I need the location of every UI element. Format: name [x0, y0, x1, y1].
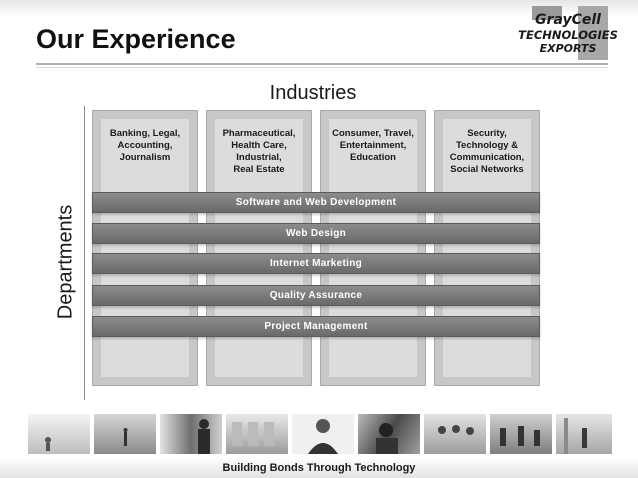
department-band-2: Web Design — [92, 223, 540, 244]
hallway-figure-icon — [564, 418, 587, 454]
page-title: Our Experience — [36, 24, 236, 54]
department-band-3: Internet Marketing — [92, 253, 540, 274]
header-divider — [36, 63, 608, 65]
photo-meeting-image — [490, 414, 552, 454]
team-figures-icon — [438, 425, 474, 435]
department-label-2: Web Design — [285, 228, 347, 239]
department-label-3: Internet Marketing — [269, 258, 363, 269]
footer-tagline: Building Bonds Through Technology — [222, 462, 416, 474]
header-divider-light — [36, 67, 608, 68]
footer-bar — [0, 458, 638, 478]
meeting-figures-icon — [500, 426, 540, 446]
photo-businessman-image — [160, 414, 222, 454]
department-band-5: Project Management — [92, 316, 540, 337]
logo-square-left — [532, 6, 562, 20]
graycell-logo: GrayCell TECHNOLOGIES EXPORTS — [518, 6, 618, 64]
department-label-1: Software and Web Development — [235, 197, 397, 208]
logo-line-3: EXPORTS — [539, 42, 597, 55]
beach-figure-icon — [45, 437, 51, 451]
photo-office-image — [226, 414, 288, 454]
top-gradient-bar — [0, 0, 638, 16]
department-band-1: Software and Web Development — [92, 192, 540, 213]
logo-square-right — [578, 6, 608, 60]
industry-label-1: Banking, Legal,Accounting,Journalism — [109, 128, 181, 163]
photo-phone-call-image — [358, 414, 420, 454]
phone-figure-icon — [376, 423, 398, 454]
logo-line-2: TECHNOLOGIES — [518, 28, 618, 42]
department-band-4: Quality Assurance — [92, 285, 540, 306]
department-label-4: Quality Assurance — [269, 290, 363, 301]
photo-strip — [28, 414, 612, 454]
industry-column-2 — [206, 110, 312, 386]
department-label-5: Project Management — [264, 321, 368, 332]
photo-hallway-image — [556, 414, 612, 454]
standing-figure-icon — [123, 428, 128, 446]
businessman-icon — [198, 419, 210, 454]
industry-label-2: Pharmaceutical,Health Care,Industrial,Re… — [222, 128, 296, 175]
departments-axis-line — [84, 106, 85, 400]
office-windows-icon — [232, 422, 274, 446]
photo-landscape-image — [94, 414, 156, 454]
industry-label-4: Security,Technology &Communication,Socia… — [449, 128, 525, 175]
photo-team-image — [424, 414, 486, 454]
industry-label-3: Consumer, Travel,Entertainment,Education — [332, 128, 414, 163]
portrait-figure-icon — [308, 419, 338, 454]
photo-beach-image — [28, 414, 90, 454]
logo-line-1: GrayCell — [535, 12, 601, 28]
photo-portrait-image — [292, 414, 354, 454]
departments-label: Departments — [54, 204, 77, 320]
industries-header: Industries — [269, 82, 357, 104]
